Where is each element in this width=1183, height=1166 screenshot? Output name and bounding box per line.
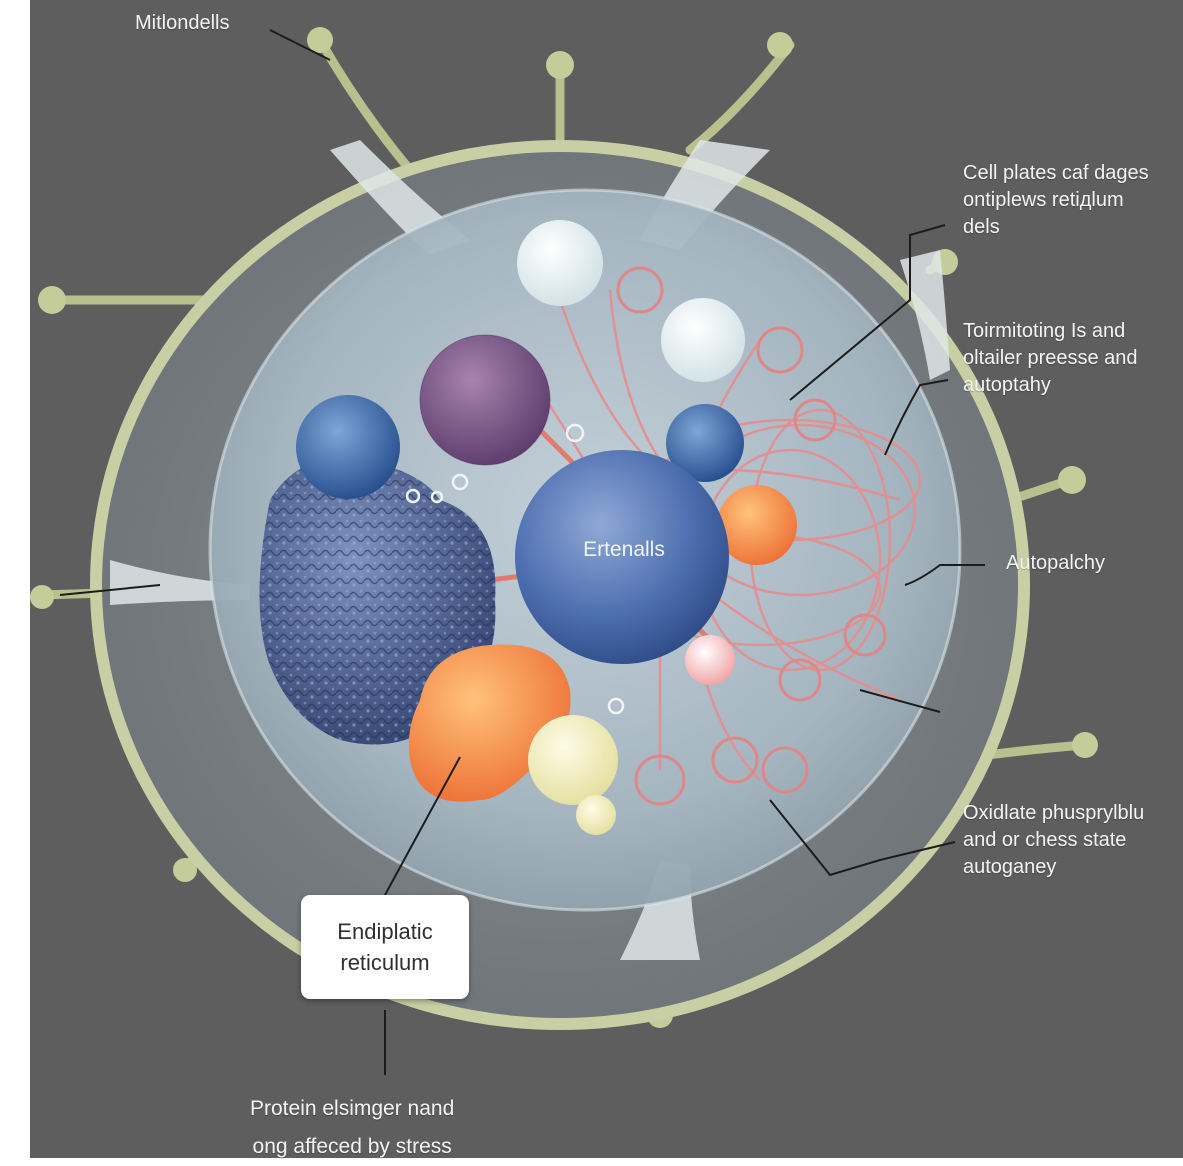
vesicle-purple	[420, 335, 550, 465]
label-cell-plates-line-3: dels	[963, 214, 1149, 241]
er-callout-box: Endiplatic reticulum	[301, 895, 469, 999]
label-cell-plates-line-1: Cell plates caf dages	[963, 160, 1149, 187]
label-oxidative-stress-line-3: autoganey	[963, 854, 1144, 881]
label-autophagy-process: Toirmitoting Is and oltailer preesse and…	[963, 318, 1138, 399]
vesicle-white-right	[661, 298, 745, 382]
label-protein-stress-line-1: Protein elsimger nand	[250, 1090, 454, 1128]
label-autopalchy: Autopalchy	[1006, 550, 1105, 577]
label-oxidative-stress-line-1: Oxidlate phusprylblu	[963, 800, 1144, 827]
label-oxidative-stress-line-2: and or chess state	[963, 827, 1144, 854]
label-cell-plates-line-2: ontiplews retiдlum	[963, 187, 1149, 214]
label-autophagy-process-line-1: Toirmitoting Is and	[963, 318, 1138, 345]
vesicle-orange-right	[717, 485, 797, 565]
label-protein-stress-line-2: ong affeced by stress	[250, 1128, 454, 1166]
central-organelle-label: Ertenalls	[534, 538, 714, 562]
label-cell-plates: Cell plates caf dages ontiplews retiдlum…	[963, 160, 1149, 241]
vesicle-blue-left	[296, 395, 400, 499]
label-autophagy-process-line-2: oltailer preesse and	[963, 345, 1138, 372]
label-top-left: Mitlondells	[135, 10, 229, 37]
label-autophagy-process-line-3: autoptahy	[963, 372, 1138, 399]
vesicle-yellow	[528, 715, 618, 805]
vesicle-pink	[685, 635, 735, 685]
vesicle-yellow-small	[576, 795, 616, 835]
er-callout-line-2: reticulum	[340, 947, 429, 978]
er-callout-line-1: Endiplatic	[337, 916, 432, 947]
label-protein-stress: Protein elsimger nand ong affeced by str…	[250, 1090, 454, 1166]
label-oxidative-stress: Oxidlate phusprylblu and or chess state …	[963, 800, 1144, 881]
vesicle-white-top	[517, 220, 603, 306]
